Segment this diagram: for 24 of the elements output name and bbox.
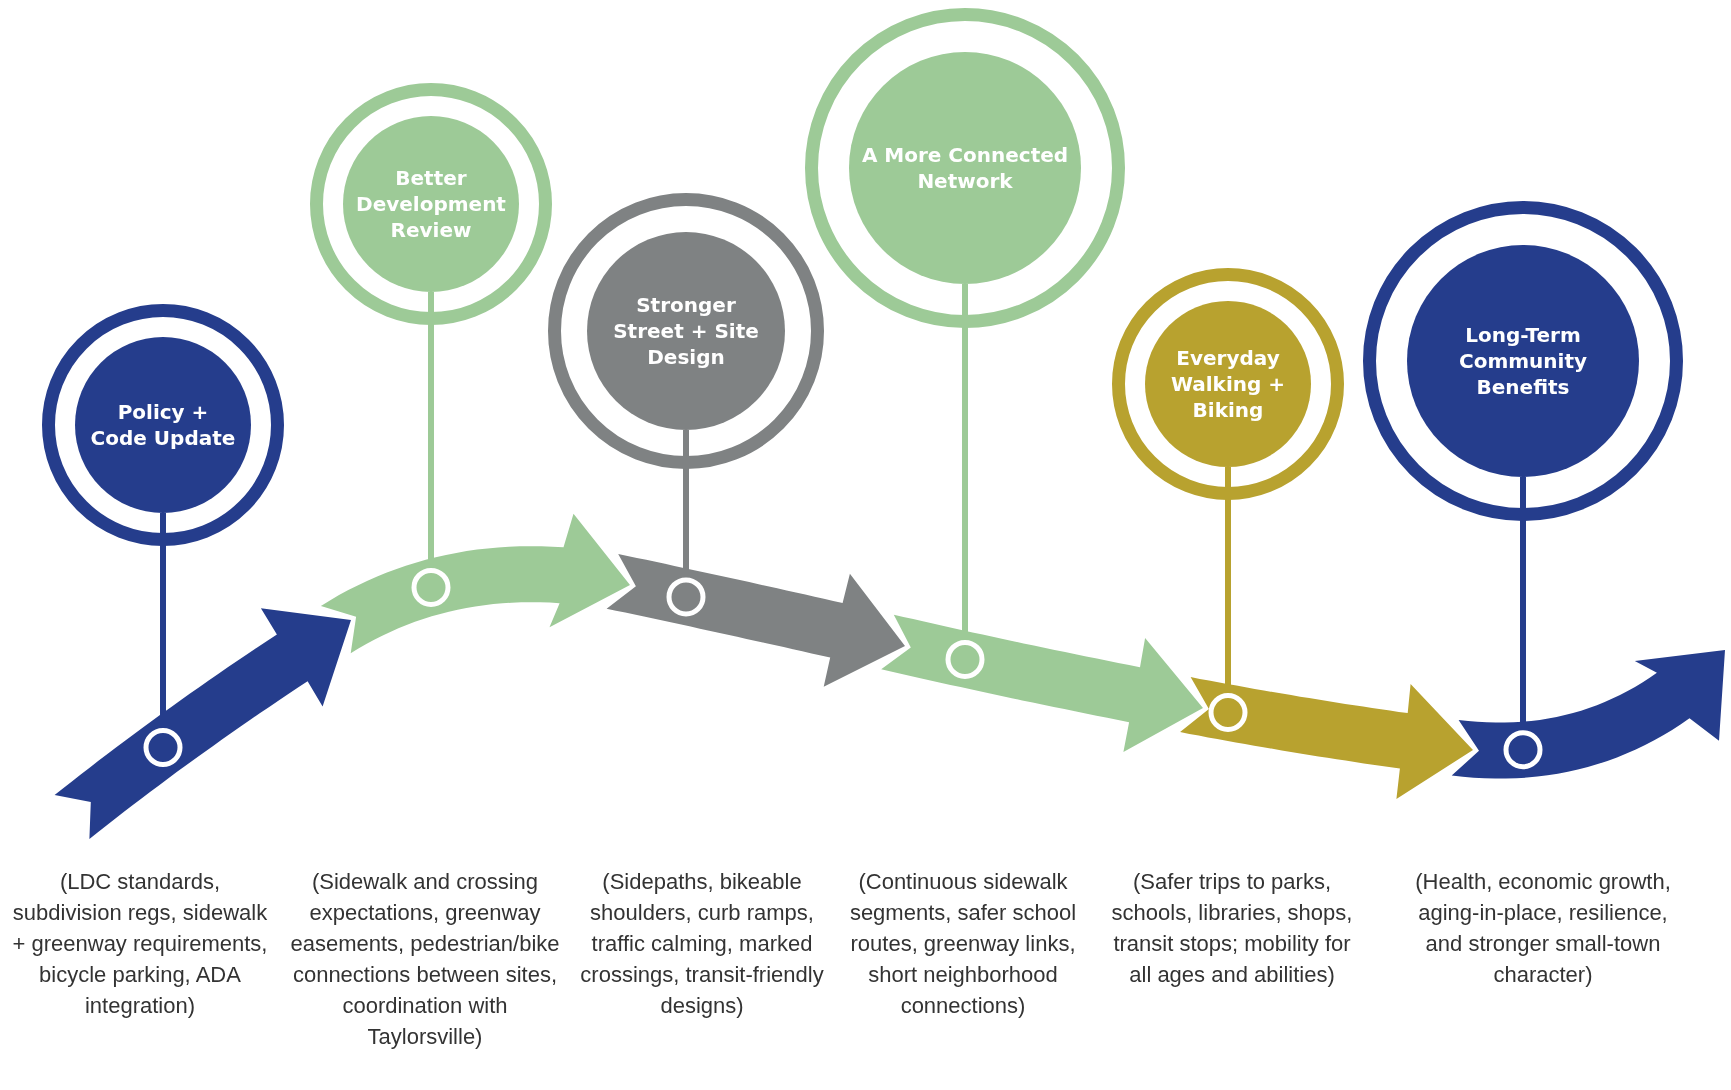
description-text: (Health, economic growth, aging-in-place, resilience, and stronger small-town character) xyxy=(1414,868,1672,989)
connector-line xyxy=(945,284,985,679)
connector-line xyxy=(1503,477,1543,770)
milestone-title: Stronger Street + Site Design xyxy=(612,292,760,370)
connector-line xyxy=(1208,467,1248,732)
curved-arrow-segment xyxy=(606,553,905,687)
milestone-title: Long-Term Community Benefits xyxy=(1458,322,1588,400)
connector-line xyxy=(143,513,183,767)
curved-arrow-segment xyxy=(1451,650,1725,779)
curved-arrow-segment xyxy=(1180,677,1473,799)
connector-line xyxy=(666,430,706,617)
description-text: (LDC standards, subdivision regs, sidewalk + greenway requirements, bicycle parking, ADA integration) xyxy=(11,868,269,1020)
milestone-title: Better Development Review xyxy=(355,165,507,243)
curved-arrow-segment xyxy=(320,513,630,654)
description-text: (Continuous sidewalk segments, safer school routes, greenway links, short neighborhood connections) xyxy=(848,868,1078,1020)
milestone-title: Everyday Walking + Biking xyxy=(1169,345,1287,423)
curved-arrow-segment xyxy=(54,608,351,839)
description-text: (Safer trips to parks, schools, libraries, shops, transit stops; mobility for all ages and abilities) xyxy=(1110,868,1354,989)
curved-arrow-segment xyxy=(881,614,1203,752)
connector-line xyxy=(411,292,451,607)
description-text: (Sidepaths, bikeable shoulders, curb ramps, traffic calming, marked crossings, transit-friendly designs) xyxy=(579,868,825,1020)
milestone-title: Policy + Code Update xyxy=(89,399,237,451)
milestone-title: A More Connected Network xyxy=(860,142,1070,194)
description-text: (Sidewalk and crossing expectations, greenway easements, pedestrian/bike connections between sites, coordination with Taylorsville) xyxy=(289,868,561,1051)
